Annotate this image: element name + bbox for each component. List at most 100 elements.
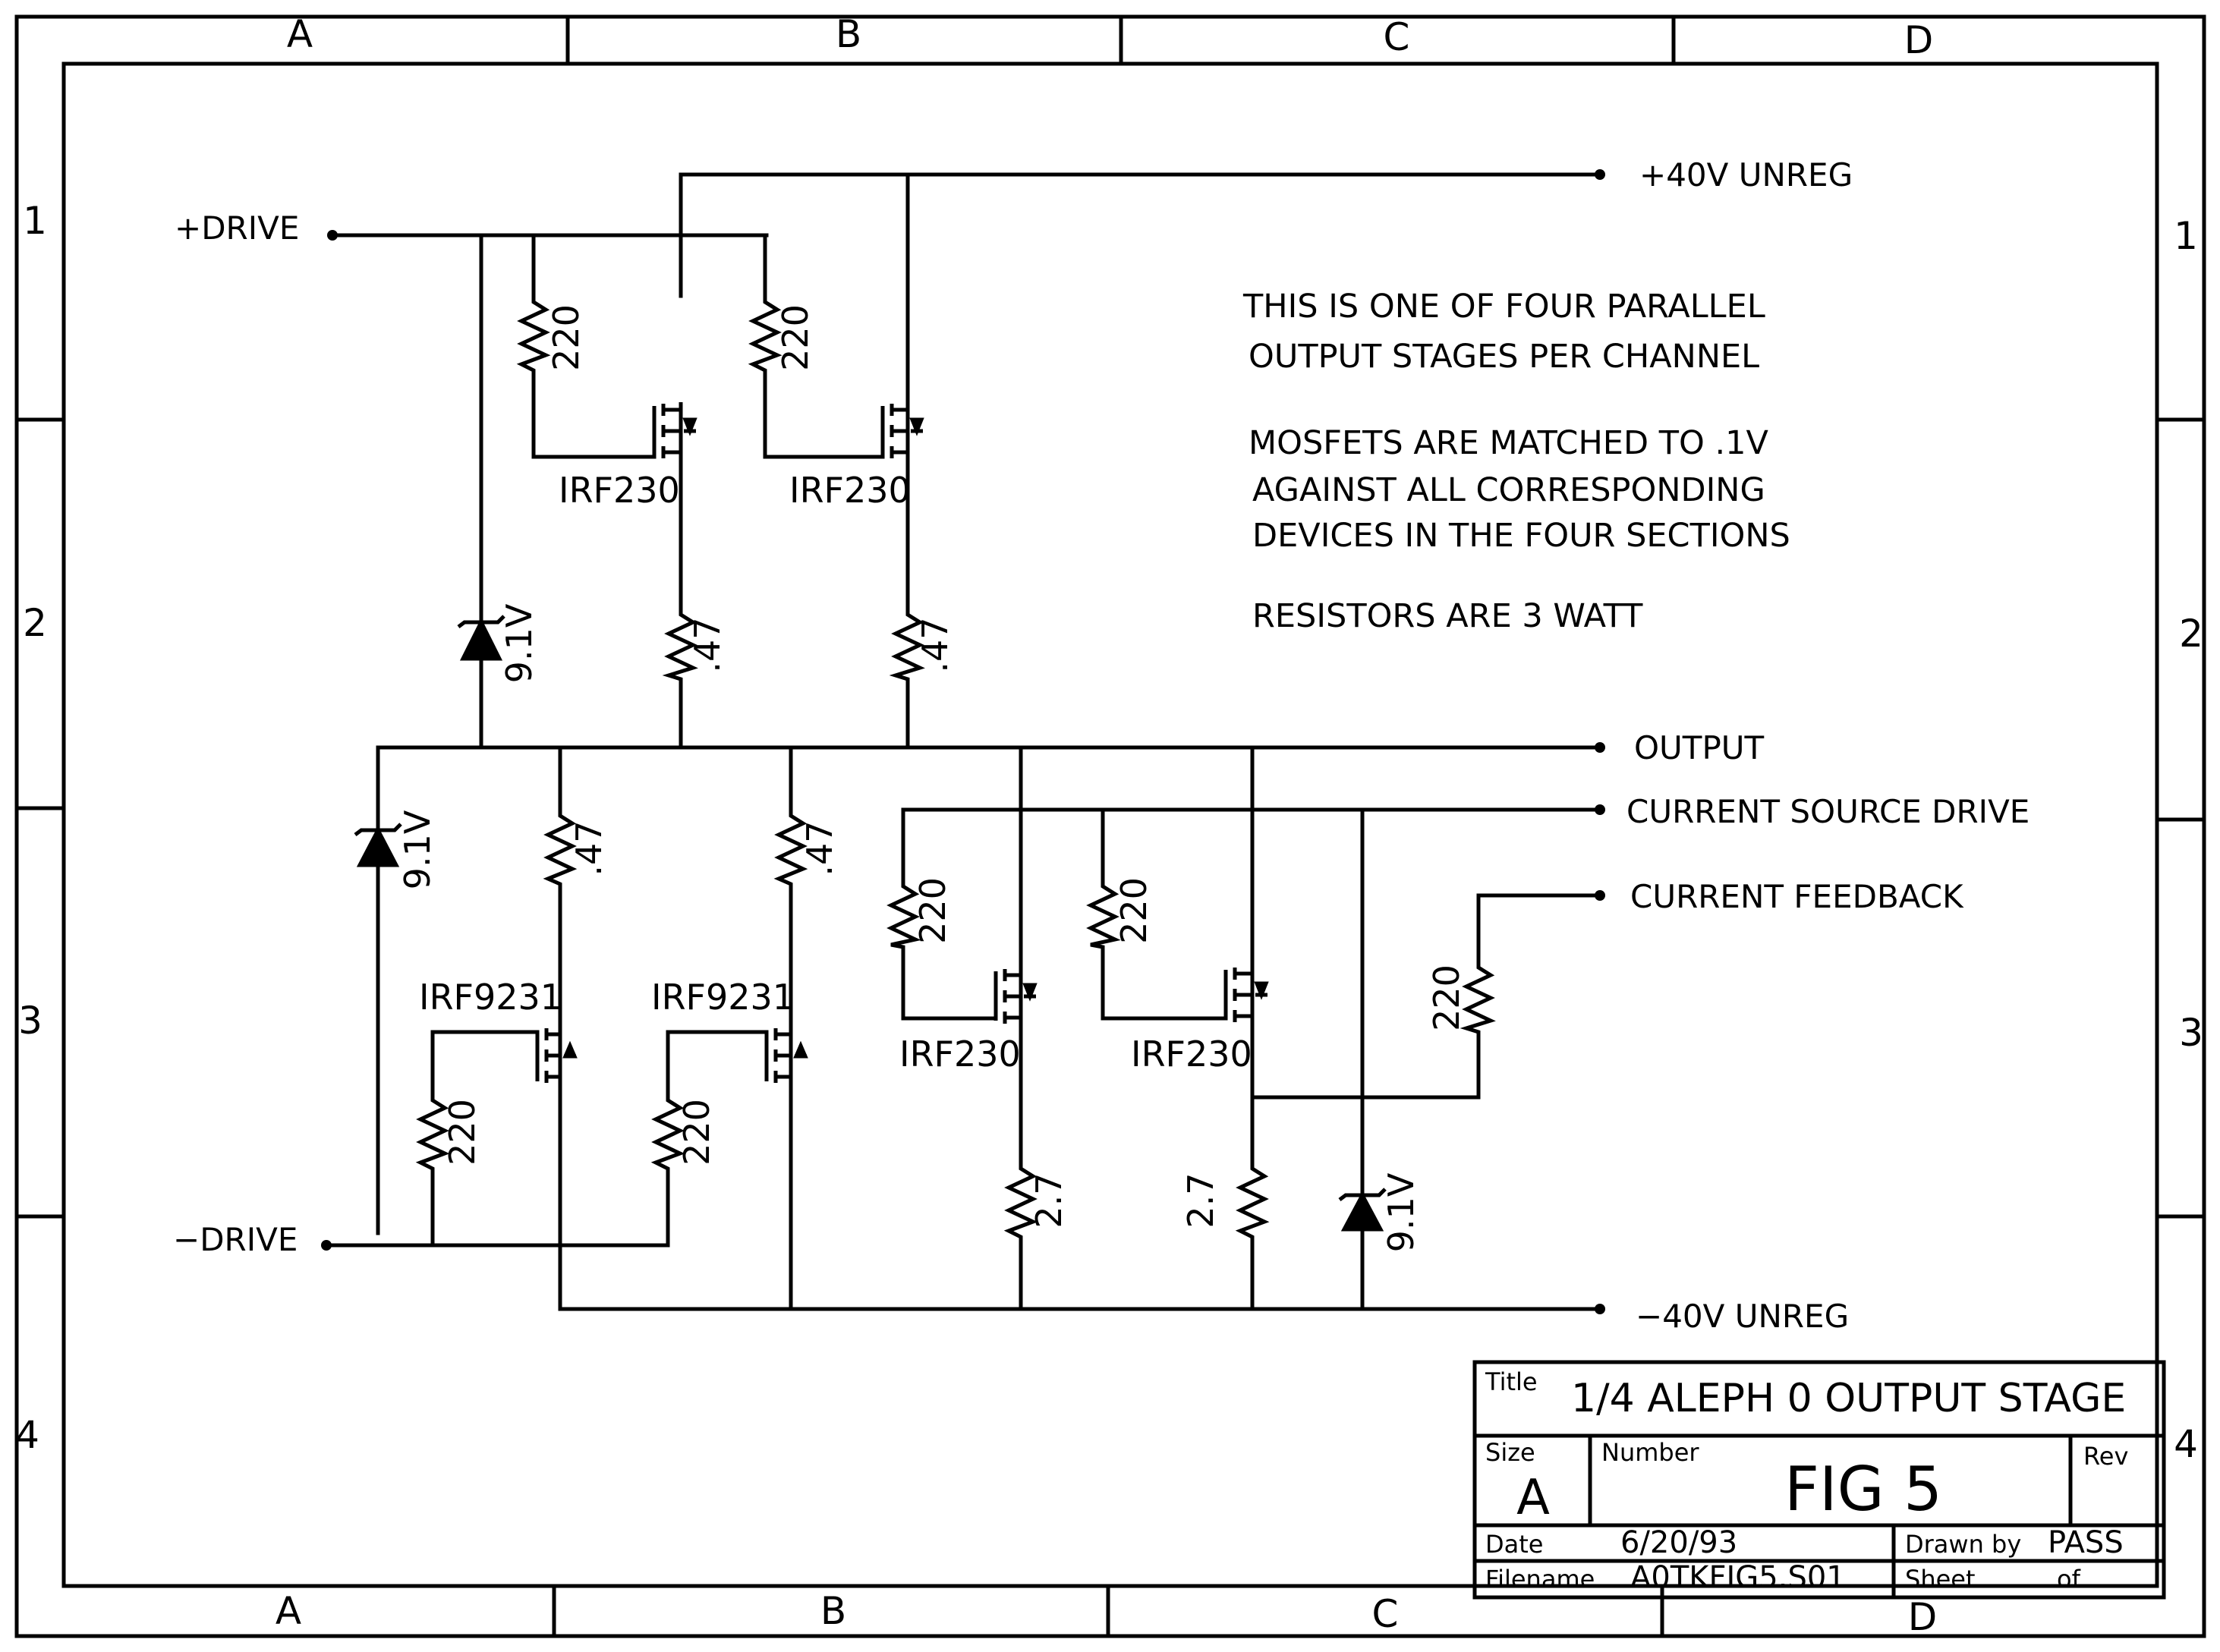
border-row-labels: 1 2 3 4 1 2 3 4 [15, 199, 2203, 1466]
column-label-top: B [836, 12, 861, 56]
note-line: MOSFETS ARE MATCHED TO .1V [1249, 424, 1769, 462]
zener-diodes [354, 615, 1387, 1232]
row-label-right: 4 [2174, 1422, 2198, 1466]
net-label-cs-drive: CURRENT SOURCE DRIVE [1626, 793, 2029, 830]
rev-label: Rev [2083, 1442, 2128, 1471]
resistor-value: .47 [568, 820, 609, 876]
mosfet-part-label: IRF9231 [651, 977, 795, 1018]
drawing-border [14, 14, 2206, 1638]
mosfet-symbol [1223, 968, 1269, 1024]
mosfet-symbol [993, 969, 1038, 1032]
note-line: AGAINST ALL CORRESPONDING [1252, 471, 1765, 509]
resistor-symbol [1003, 1161, 1038, 1241]
row-label-left: 2 [23, 601, 47, 645]
resistor-value: 2.7 [1028, 1172, 1069, 1228]
terminal-dots [321, 169, 1605, 1314]
net-label-pos-drive: +DRIVE [175, 209, 299, 247]
sheet-label: Sheet [1905, 1565, 1976, 1594]
mosfet-symbol [880, 402, 924, 463]
number-label: Number [1601, 1438, 1699, 1467]
column-label-bottom: B [820, 1589, 846, 1633]
drawn-by-label: Drawn by [1905, 1530, 2021, 1559]
border-column-labels: A B C D A B C D [276, 12, 1937, 1639]
net-label-neg-rail: −40V UNREG [1636, 1298, 1849, 1335]
component-labels: IRF230 IRF230 IRF9231 IRF9231 IRF230 IRF… [397, 304, 1467, 1252]
resistor-symbol [516, 296, 551, 376]
zener-value: 9.1V [1381, 1172, 1422, 1252]
net-label-pos-rail: +40V UNREG [1639, 156, 1853, 194]
terminal-dot [1595, 1304, 1605, 1314]
drawn-by-value: PASS [2048, 1525, 2124, 1560]
resistor-symbol [662, 607, 698, 683]
terminal-dot [1595, 169, 1605, 180]
mosfet-part-label: IRF230 [559, 470, 680, 511]
resistor-symbol [1086, 880, 1121, 949]
resistor-value: 220 [676, 1099, 717, 1166]
column-label-top: C [1384, 15, 1410, 59]
note-line: DEVICES IN THE FOUR SECTIONS [1252, 517, 1790, 555]
row-label-right: 3 [2179, 1011, 2203, 1055]
terminal-dot [327, 230, 338, 241]
mosfet-part-label: IRF230 [899, 1034, 1021, 1075]
column-label-bottom: D [1908, 1595, 1938, 1639]
of-label: of [2057, 1565, 2081, 1594]
filename-value: A0TKFIG5.S01 [1630, 1560, 1846, 1595]
terminal-dot [321, 1240, 332, 1251]
resistor-symbol [748, 296, 783, 376]
column-label-top: A [287, 12, 313, 56]
zener-value: 9.1V [397, 810, 438, 889]
size-value: A [1516, 1470, 1550, 1526]
title-label: Title [1485, 1367, 1538, 1396]
resistor-symbol [1235, 1161, 1270, 1241]
resistor-value: 220 [546, 304, 587, 371]
resistor-symbol [886, 880, 921, 949]
column-label-top: D [1904, 18, 1934, 62]
net-label-output: OUTPUT [1634, 729, 1765, 766]
date-label: Date [1485, 1530, 1543, 1559]
resistor-symbol [1460, 960, 1496, 1036]
resistor-value: .47 [915, 617, 956, 672]
resistor-value: 220 [1113, 877, 1154, 944]
mosfets [535, 402, 1269, 1083]
note-line: RESISTORS ARE 3 WATT [1252, 597, 1643, 635]
zener-symbol [354, 823, 402, 867]
resistor-value: 220 [775, 304, 816, 371]
filename-label: Filename [1485, 1565, 1595, 1594]
drawing-title: 1/4 ALEPH 0 OUTPUT STAGE [1571, 1376, 2126, 1421]
mosfet-part-label: IRF9231 [419, 977, 562, 1018]
column-label-bottom: A [276, 1589, 301, 1633]
title-block: Title 1/4 ALEPH 0 OUTPUT STAGE Size A Nu… [1472, 1360, 2166, 1600]
resistor-value: 220 [1426, 964, 1467, 1031]
resistor-symbol [650, 1093, 685, 1172]
drawing-number: FIG 5 [1784, 1454, 1942, 1525]
zener-symbol [457, 615, 505, 661]
mosfet-part-label: IRF230 [789, 470, 911, 511]
mosfet-symbol [652, 402, 697, 463]
resistor-value: .47 [687, 617, 728, 672]
mosfet-symbol [764, 1028, 808, 1083]
terminal-dot [1595, 804, 1605, 815]
resistor-value: 2.7 [1180, 1172, 1221, 1228]
terminal-dot [1595, 742, 1605, 753]
zener-value: 9.1V [499, 603, 540, 683]
row-label-right: 2 [2179, 612, 2203, 656]
resistors [415, 296, 1496, 1241]
note-line: OUTPUT STAGES PER CHANNEL [1249, 338, 1759, 376]
net-labels: +DRIVE −DRIVE +40V UNREG OUTPUT CURRENT … [173, 156, 2029, 1335]
net-label-neg-drive: −DRIVE [173, 1221, 298, 1258]
size-label: Size [1485, 1438, 1535, 1467]
resistor-symbol [415, 1093, 450, 1172]
resistor-value: .47 [799, 820, 840, 876]
net-label-current-feedback: CURRENT FEEDBACK [1630, 878, 1964, 915]
row-label-right: 1 [2174, 214, 2198, 258]
resistor-value: 220 [442, 1099, 483, 1166]
terminal-dot [1595, 890, 1605, 901]
wires [324, 172, 1602, 1311]
row-label-left: 1 [23, 199, 47, 243]
resistor-symbol [773, 808, 808, 888]
resistor-value: 220 [912, 877, 953, 944]
mosfet-symbol [535, 1028, 578, 1083]
resistor-symbol [543, 808, 578, 888]
resistor-symbol [889, 607, 925, 683]
